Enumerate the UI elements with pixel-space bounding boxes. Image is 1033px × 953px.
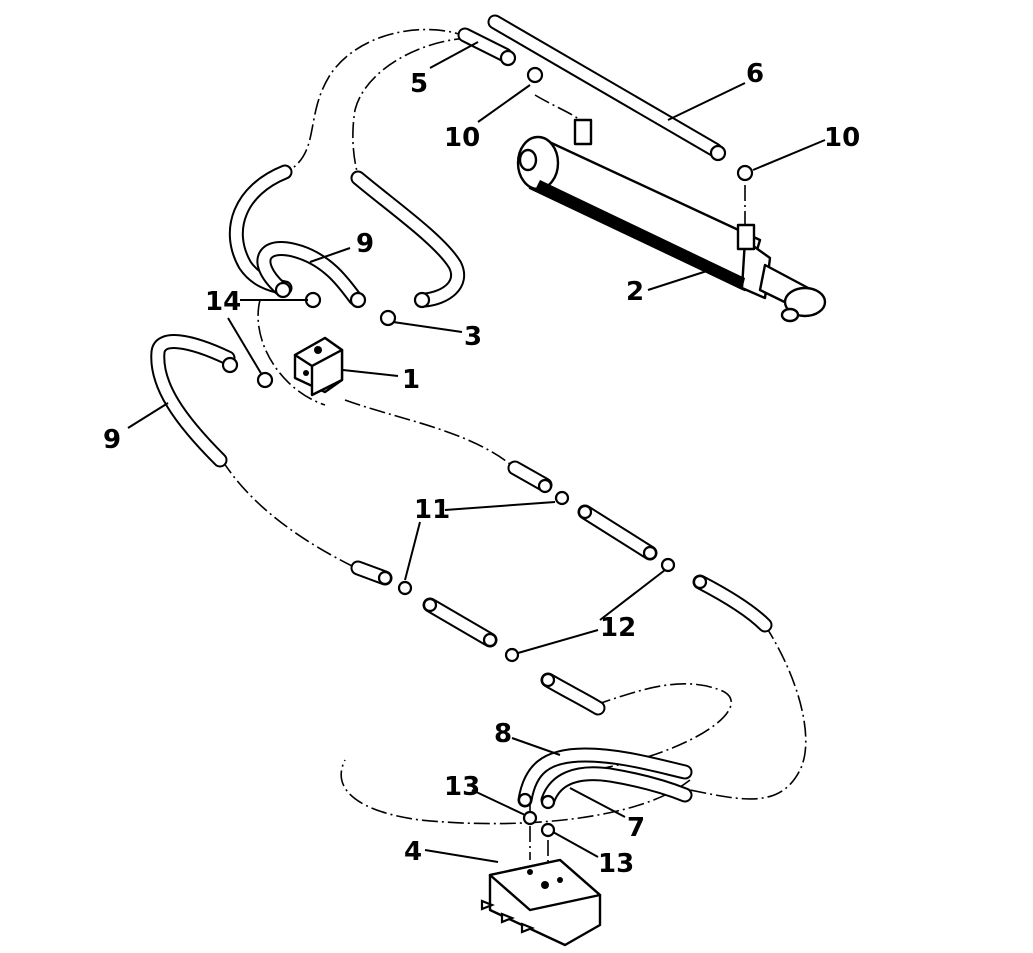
fitting-13-right (540, 822, 556, 838)
part-labels: 5 10 6 10 2 9 14 3 1 9 11 12 8 13 7 13 4 (103, 59, 860, 879)
route-lower-left (340, 759, 691, 825)
label-4: 4 (404, 837, 422, 867)
route-top-loop-b (352, 37, 471, 176)
fitting-12-right (660, 557, 676, 573)
label-11: 11 (414, 495, 450, 525)
hoses (150, 14, 773, 808)
label-7: 7 (627, 813, 645, 843)
route-left-loop (221, 459, 361, 571)
label-2: 2 (626, 277, 644, 307)
cylinder-barrel (528, 138, 762, 292)
label-3: 3 (464, 322, 482, 352)
route-block-left (257, 299, 326, 406)
label-13-left: 13 (444, 772, 480, 802)
label-13-right: 13 (598, 849, 634, 879)
label-12: 12 (600, 613, 636, 643)
control-valve (480, 858, 602, 947)
route-valve-right (689, 624, 807, 800)
fitting-12-left (504, 647, 520, 663)
manifold-block (293, 336, 344, 397)
label-10-top: 10 (444, 123, 480, 153)
label-1: 1 (402, 365, 420, 395)
fitting-14-upper (304, 291, 322, 309)
fitting-14-lower (256, 371, 274, 389)
fitting-10-right (736, 164, 754, 182)
fittings (221, 49, 754, 838)
leader-lines (127, 41, 826, 863)
label-8: 8 (494, 719, 512, 749)
cylinder-port-base (573, 118, 593, 146)
fitting-10-top (526, 66, 544, 84)
cylinder-shadow (535, 180, 745, 290)
fitting-11-right (554, 490, 570, 506)
label-9-upper: 9 (356, 229, 374, 259)
label-5: 5 (410, 69, 428, 99)
label-14: 14 (205, 287, 241, 317)
fitting-11-left (397, 580, 413, 596)
fitting-13-left (522, 810, 538, 826)
cylinder-port-rod (736, 223, 756, 251)
hydraulic-cylinder (516, 118, 827, 323)
label-6: 6 (746, 59, 764, 89)
label-9-left: 9 (103, 425, 121, 455)
route-top-loop (289, 28, 471, 171)
label-10-right: 10 (824, 123, 860, 153)
route-center (344, 399, 516, 469)
fitting-3 (379, 309, 397, 327)
